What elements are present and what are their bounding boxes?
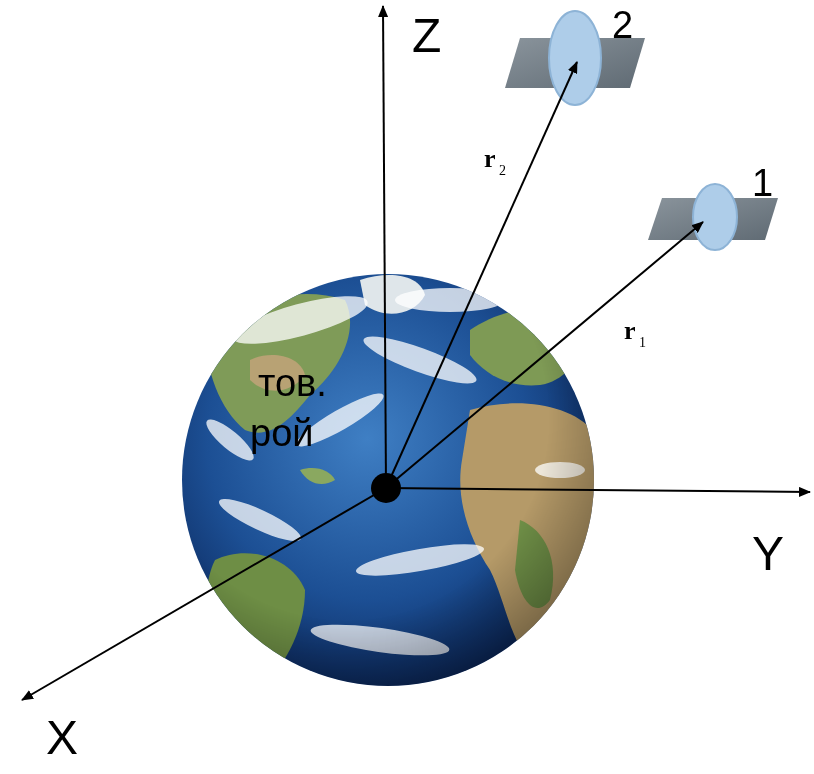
satellite-number: 2 (612, 6, 633, 44)
coordinate-axes (22, 6, 810, 700)
text-fragment: рой (250, 414, 314, 452)
text-fragment: тов. (258, 364, 327, 402)
vector-symbol: r (624, 318, 636, 344)
vector-subscript: 1 (639, 336, 646, 350)
axis-label: Z (412, 12, 441, 60)
earth-globe (182, 274, 600, 690)
satellite-number: 1 (752, 164, 773, 202)
vector-symbol: r (484, 146, 496, 172)
vector-subscript: 2 (499, 164, 506, 178)
origin-dot (371, 473, 401, 503)
axis-label: Y (752, 530, 784, 578)
position-vectors (386, 62, 703, 488)
axis-label: X (46, 714, 78, 762)
